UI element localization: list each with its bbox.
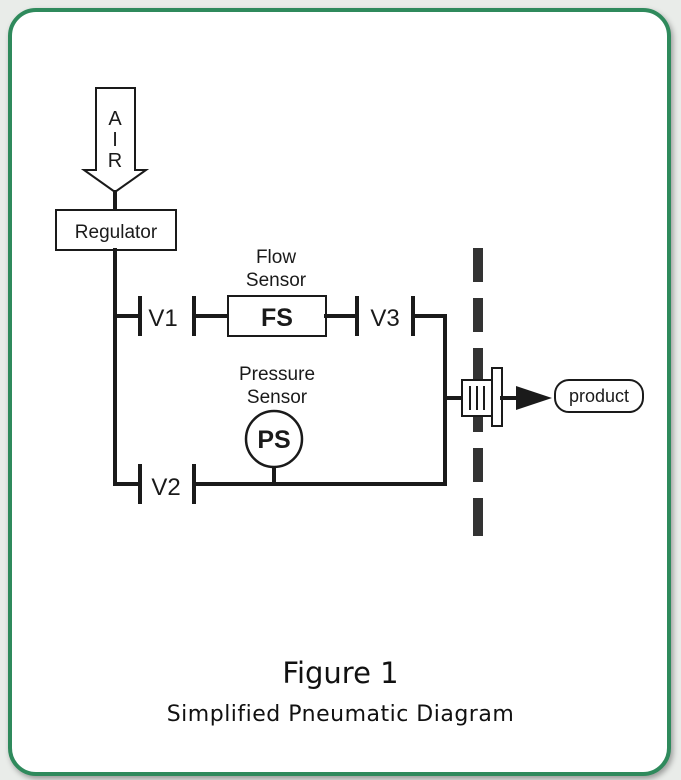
air-letter-i: I bbox=[112, 129, 118, 151]
pressure-sensor-abbr: PS bbox=[257, 426, 290, 454]
test-fixture bbox=[461, 367, 503, 427]
v2-label: V2 bbox=[151, 474, 180, 501]
air-letter-r: R bbox=[108, 150, 122, 172]
product-label: product bbox=[569, 386, 629, 406]
pressure-sensor-circle bbox=[244, 409, 304, 469]
pressure-sensor-label-line2: Sensor bbox=[247, 387, 308, 408]
air-inlet-arrow bbox=[80, 87, 150, 194]
flow-sensor-label-line1: Flow bbox=[256, 247, 296, 268]
figure-title: Figure 1 bbox=[282, 656, 399, 690]
v1-label: V1 bbox=[148, 305, 177, 332]
v3-label: V3 bbox=[370, 305, 399, 332]
air-letter-a: A bbox=[108, 108, 122, 130]
pressure-sensor-label-line1: Pressure bbox=[239, 364, 315, 385]
product-box bbox=[554, 379, 644, 413]
figure-subtitle: Simplified Pneumatic Diagram bbox=[166, 702, 515, 727]
flow-sensor-label-line2: Sensor bbox=[246, 270, 307, 291]
regulator-label: Regulator bbox=[75, 222, 158, 243]
regulator-box bbox=[55, 209, 177, 251]
flow-sensor-abbr: FS bbox=[261, 304, 293, 332]
flow-direction-arrowhead bbox=[516, 386, 552, 410]
